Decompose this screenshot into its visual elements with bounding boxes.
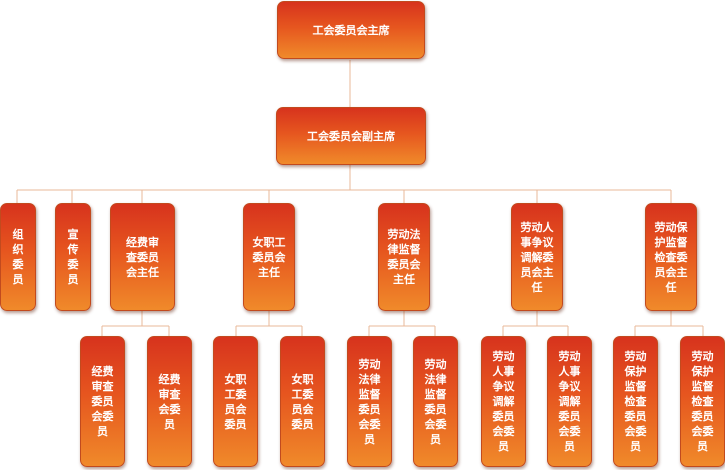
audit-committee-member-box-2: 经费 审查 会委 员 [147, 336, 192, 467]
women-committee-director-box: 女职工 委员会 主任 [243, 203, 295, 311]
chairman-box: 工会委员会主席 [277, 1, 425, 59]
publicity-member-box: 宣 传 委 员 [55, 203, 91, 311]
labor-law-committee-member-box-1: 劳动 法律 监督 委员 会委 员 [347, 336, 392, 467]
vice-chairman-box: 工会委员会副主席 [276, 107, 426, 165]
women-committee-member-box-2: 女职 工委 员会 委员 [280, 336, 325, 467]
audit-committee-member-box-1: 经费 审查 委员 会委 员 [80, 336, 125, 467]
labor-protection-inspection-director-box: 劳动保 护监督 检查委 员会主 任 [645, 203, 697, 311]
women-committee-member-box-1: 女职 工委 员会 委员 [213, 336, 258, 467]
labor-dispute-mediation-director-box: 劳动人 事争议 调解委 员会主 任 [511, 203, 563, 311]
protection-inspection-member-box-2: 劳动 保护 监督 检查 委员 会委 员 [680, 336, 725, 467]
dispute-mediation-member-box-2: 劳动 人事 争议 调解 委员 会委 员 [547, 336, 592, 467]
protection-inspection-member-box-1: 劳动 保护 监督 检查 委员 会委 员 [613, 336, 658, 467]
organization-member-box: 组 织 委 员 [0, 203, 36, 311]
labor-law-committee-member-box-2: 劳动 法律 监督 委员 会委 员 [413, 336, 458, 467]
dispute-mediation-member-box-1: 劳动 人事 争议 调解 委员 会委 员 [481, 336, 526, 467]
audit-committee-director-box: 经费审 查委员 会主任 [110, 203, 175, 311]
labor-law-supervision-director-box: 劳动法 律监督 委员会 主任 [378, 203, 430, 311]
